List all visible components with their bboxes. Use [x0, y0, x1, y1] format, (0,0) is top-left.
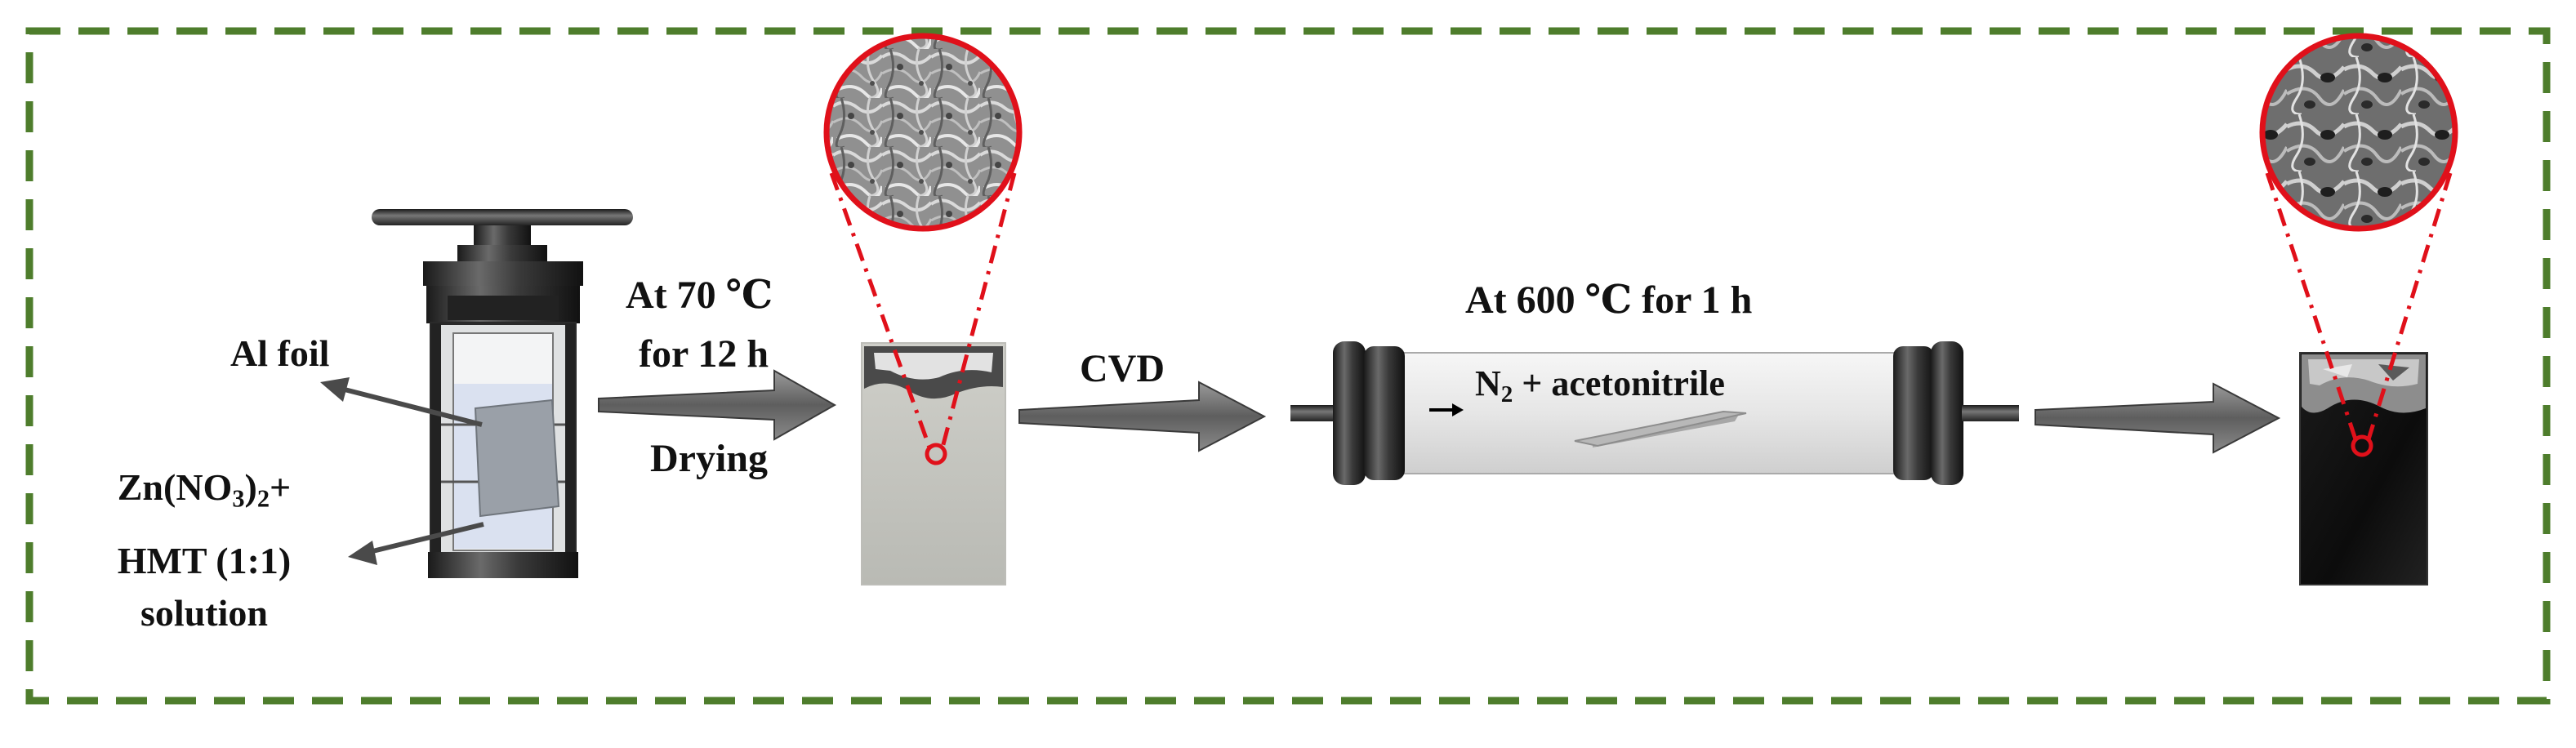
- sample-product-foil: [2299, 352, 2428, 585]
- zoom-lines-2: [2265, 172, 2453, 440]
- label-pointers: [320, 377, 484, 565]
- autoclave-handle-bar: [372, 209, 633, 225]
- cvd-label: CVD: [1080, 347, 1165, 390]
- zoom-lines-1: [829, 172, 1017, 448]
- step1-temperature: At 70 ℃: [626, 274, 773, 317]
- step1-duration: for 12 h: [639, 332, 769, 376]
- solution-label-line2: HMT (1:1): [117, 540, 292, 581]
- sample-ldh-foil: [861, 342, 1006, 585]
- step1-drying: Drying: [650, 437, 768, 480]
- arrow-product: [2035, 382, 2281, 454]
- autoclave-reactor: [372, 209, 633, 578]
- zoom-spot-1: [925, 443, 947, 465]
- arrow-cvd: [1018, 381, 1267, 452]
- sem-inset-ldh: [823, 33, 1023, 232]
- sample-boat: [1574, 410, 1747, 447]
- solution-label-line1: Zn(NO3)2+: [117, 466, 292, 513]
- zoom-spot-2: [2351, 434, 2373, 457]
- al-foil-label: Al foil: [230, 332, 330, 374]
- tube-furnace: [1290, 341, 2019, 485]
- gas-flow-label: N2 + acetonitrile: [1475, 363, 1725, 408]
- al-foil-piece: [474, 398, 560, 518]
- sem-inset-product: [2259, 33, 2458, 232]
- arrow-hydrothermal: [598, 369, 837, 441]
- dashed-frame: [25, 27, 2551, 705]
- solution-label-line3: solution: [140, 592, 268, 634]
- furnace-condition-label: At 600 ℃ for 1 h: [1465, 278, 1753, 322]
